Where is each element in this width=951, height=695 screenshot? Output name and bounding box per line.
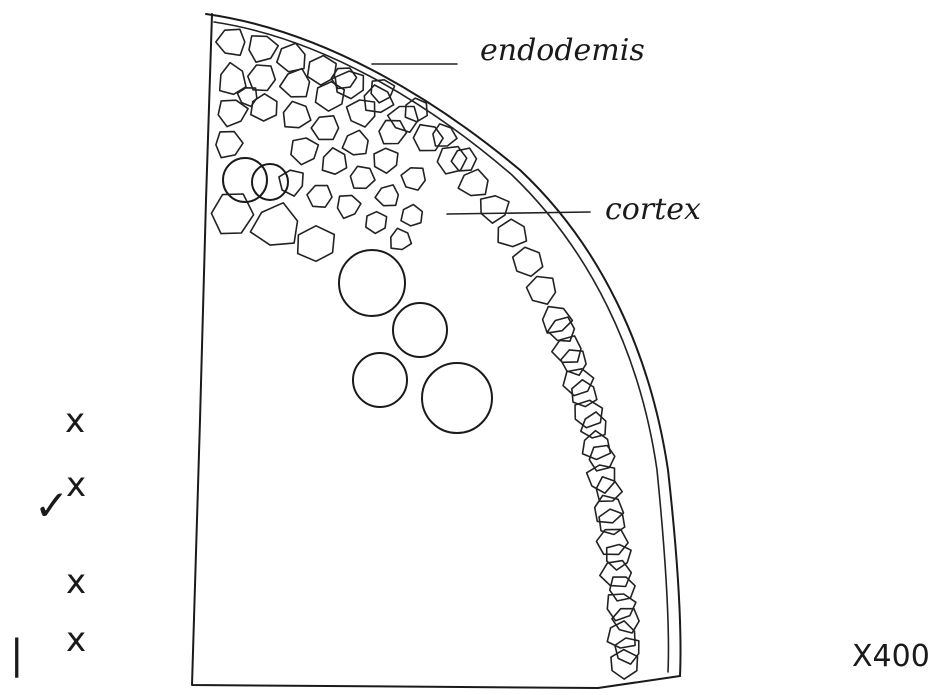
cell [342,130,368,155]
cell [607,621,635,648]
cell [251,94,277,121]
cell [291,138,319,165]
cell [374,148,398,173]
cortex-leader [447,212,590,214]
cell [248,65,275,91]
cell [401,168,425,190]
cell [279,170,303,196]
cell [498,219,526,246]
cell [401,205,422,226]
cell [607,594,636,621]
endodermis-label: endodemis [480,33,645,68]
cell [338,195,361,218]
cell [350,166,375,188]
magnification-label: X400 [852,639,930,674]
cell [391,228,412,249]
cell [347,100,375,127]
cell [405,98,427,122]
cell [600,561,632,587]
cell [298,226,335,261]
cell [277,43,305,72]
endodermis-cells [216,29,639,679]
mark-x-1: x [65,401,85,441]
cell [610,577,635,601]
cell [611,650,638,680]
tick-mark: ✓ [34,481,69,530]
bar-mark: | [10,632,23,678]
cell [284,101,311,127]
cell [322,148,346,174]
cell [211,194,253,234]
cell [311,116,338,140]
cell [249,36,278,62]
large-cells [223,158,492,433]
cortex-label: cortex [605,192,701,227]
mark-x-4: x [66,620,86,660]
cell [216,132,243,158]
cell [307,186,332,208]
cell [366,212,387,234]
cell [335,71,363,99]
cell [527,277,556,305]
cell [513,247,543,276]
cell [250,203,297,245]
cell [316,82,345,111]
cell [433,124,457,146]
mark-x-2: x [66,465,86,505]
cell [451,148,476,171]
cell [458,169,488,195]
cell [481,196,509,223]
cell [596,529,628,554]
cell [375,185,398,206]
grading-marks: x ✓ x x | x [10,401,86,678]
cell [280,69,310,97]
mark-x-3: x [66,562,86,602]
cell [388,107,418,133]
cell [364,85,393,112]
cell [216,29,245,55]
